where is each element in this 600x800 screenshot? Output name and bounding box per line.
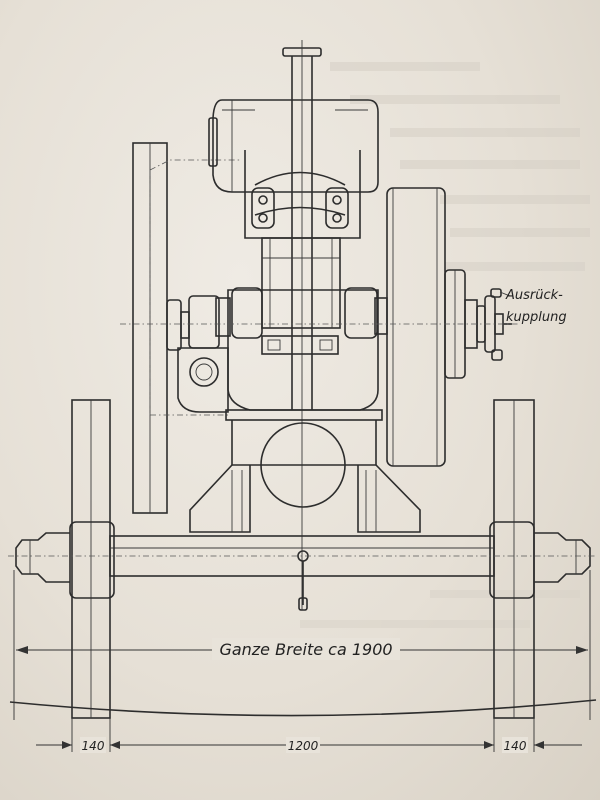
dimension-right-wheel: 140: [504, 739, 527, 753]
engine: [177, 40, 421, 610]
drawing-labels: Ganze Breite ca 1900 Ausrück- kupplung 1…: [80, 288, 567, 753]
total-width-label: Ganze Breite ca 1900: [219, 640, 392, 659]
dimension-track: 1200: [288, 739, 319, 753]
dim-backdrop-right: [502, 737, 528, 753]
label-backdrop: [212, 638, 400, 660]
coupling-label-line1: Ausrück-: [505, 288, 563, 303]
axle-assembly: [8, 399, 597, 719]
dimension-left-wheel: 140: [82, 739, 105, 753]
dim-backdrop-center: [286, 737, 320, 753]
show-through-text: [300, 62, 590, 628]
left-flywheel: [132, 142, 240, 514]
dim-backdrop-left: [80, 737, 106, 753]
coupling-label-line2: kupplung: [506, 310, 567, 325]
